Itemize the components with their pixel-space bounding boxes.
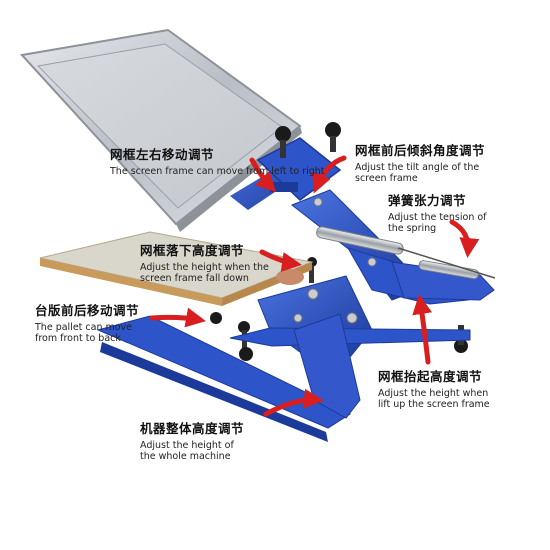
label-spring-tension-en-1: Adjust the tension of xyxy=(388,212,487,223)
arrow-tilt-angle xyxy=(312,155,347,194)
label-frame-fall-height-cn: 网框落下高度调节 xyxy=(140,243,245,258)
label-lift-height-en-1: Adjust the height when xyxy=(378,388,489,399)
label-frame-fall-height-en-1: Adjust the height when the xyxy=(140,262,269,273)
springs xyxy=(316,226,496,280)
label-frame-fall-height-en-2: screen frame fall down xyxy=(140,273,249,284)
label-machine-height-en-2: the whole machine xyxy=(140,451,231,462)
label-frame-left-right-en: The screen frame can move from left to r… xyxy=(110,166,325,177)
arrow-lift-height xyxy=(412,294,433,365)
annotation-arrows xyxy=(149,155,480,417)
label-machine-height-en-1: Adjust the height of xyxy=(140,440,234,451)
arrow-pallet-front-back xyxy=(149,307,206,328)
label-machine-height: 机器整体高度调节 Adjust the height of the whole … xyxy=(140,418,244,462)
label-tilt-angle-cn: 网框前后倾斜角度调节 xyxy=(355,143,486,158)
arrow-frame-fall-height xyxy=(259,249,302,272)
label-lift-height: 网框抬起高度调节 Adjust the height when lift up … xyxy=(378,366,490,410)
label-frame-left-right-cn: 网框左右移动调节 xyxy=(110,147,215,162)
label-spring-tension-en-2: the spring xyxy=(388,223,437,234)
arrow-machine-height xyxy=(263,388,324,417)
label-frame-fall-height: 网框落下高度调节 Adjust the height when the scre… xyxy=(140,240,269,284)
label-lift-height-cn: 网框抬起高度调节 xyxy=(378,369,483,384)
label-lift-height-en-2: lift up the screen frame xyxy=(378,399,490,410)
label-tilt-angle-en-2: screen frame xyxy=(355,173,418,184)
label-tilt-angle: 网框前后倾斜角度调节 Adjust the tilt angle of the … xyxy=(355,140,485,184)
label-pallet-front-back-en-2: from front to back xyxy=(35,333,121,344)
screen-frame xyxy=(20,28,302,232)
machine-body xyxy=(96,189,495,442)
label-frame-left-right: 网框左右移动调节 The screen frame can move from … xyxy=(110,144,325,177)
arrow-frame-left-right xyxy=(249,157,277,193)
arrow-spring-tension xyxy=(449,219,480,258)
label-machine-height-cn: 机器整体高度调节 xyxy=(140,421,245,436)
label-pallet-front-back: 台版前后移动调节 The pallet can move from front … xyxy=(35,300,139,344)
pallet xyxy=(39,231,314,306)
label-pallet-front-back-en-1: The pallet can move xyxy=(35,322,133,333)
label-tilt-angle-en-1: Adjust the tilt angle of the xyxy=(355,162,480,173)
label-spring-tension: 弹簧张力调节 Adjust the tension of the spring xyxy=(388,190,487,234)
label-pallet-front-back-cn: 台版前后移动调节 xyxy=(35,303,140,318)
label-spring-tension-cn: 弹簧张力调节 xyxy=(388,193,467,208)
